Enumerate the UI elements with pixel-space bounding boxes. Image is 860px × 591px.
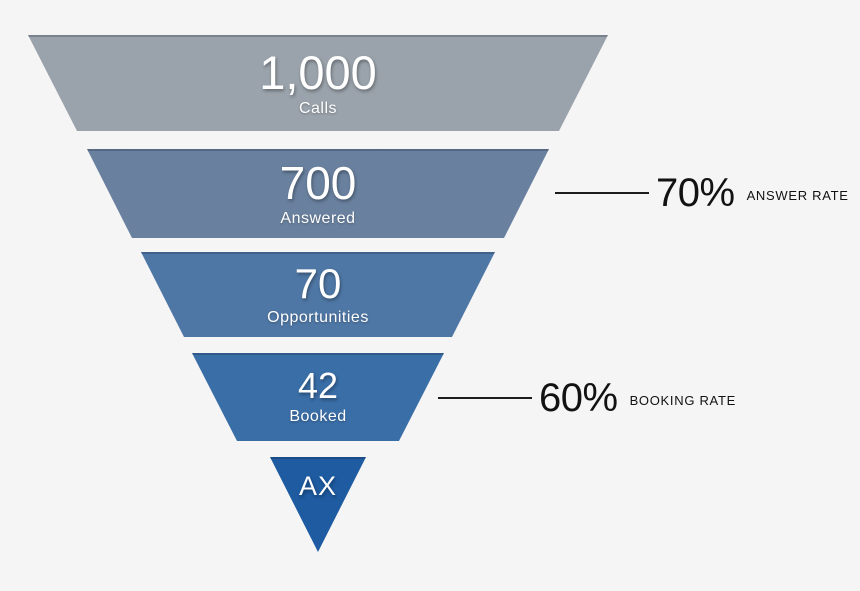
funnel-stage-calls: 1,000 Calls [28, 35, 608, 131]
annotation-percent: 70% [656, 171, 735, 215]
leader-line [438, 397, 532, 399]
funnel-stage-booked: 42 Booked [192, 353, 444, 441]
stage-value: 42 [297, 365, 339, 406]
funnel-stage-opportunities: 70 Opportunities [141, 252, 495, 337]
stage-value: 70 [294, 259, 342, 307]
stage-label: Opportunities [267, 308, 369, 326]
annotation-booking-rate: 60% BOOKING RATE [438, 378, 736, 418]
funnel-stage-answered: 700 Answered [87, 149, 549, 238]
funnel-stage-ax: AX [270, 457, 366, 552]
stage-label: Calls [298, 99, 338, 117]
stage-value: AX [298, 471, 338, 501]
stage-value: 1,000 [259, 45, 377, 99]
stage-label: Answered [280, 209, 356, 227]
stage-value: 700 [279, 156, 357, 209]
stage-label: Booked [289, 408, 347, 425]
annotation-label: ANSWER RATE [746, 187, 849, 203]
leader-line [555, 192, 649, 194]
annotation-percent: 60% [539, 376, 618, 420]
annotation-label: BOOKING RATE [629, 392, 736, 408]
annotation-answer-rate: 70% ANSWER RATE [555, 173, 849, 213]
